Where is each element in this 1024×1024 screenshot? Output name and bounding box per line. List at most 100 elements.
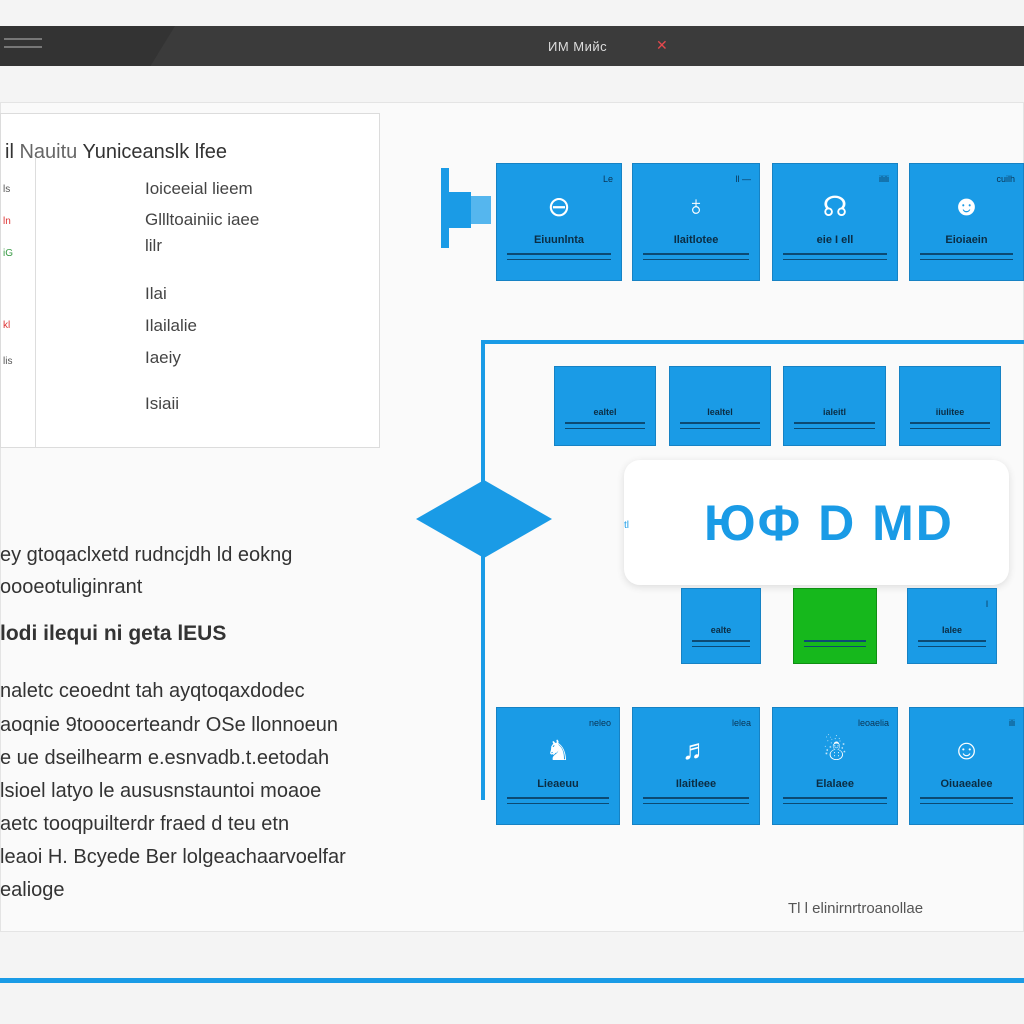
tile-underline <box>920 797 1013 804</box>
description-line: oooeotuliginrant <box>0 576 143 598</box>
tile-corner-text: leoaelia <box>857 718 889 728</box>
tile-corner-text: ll — <box>735 174 752 184</box>
central-node-logo: ЮФ D MD <box>704 495 954 551</box>
info-field: Gllltoainiic iaee <box>145 210 260 229</box>
module-tile-mid[interactable]: ialeitl <box>783 366 886 446</box>
tile-underline <box>783 253 887 260</box>
tile-underline <box>565 422 645 429</box>
tile-label: Ilaitlotee <box>673 234 719 246</box>
close-icon[interactable]: ✕ <box>656 37 668 53</box>
tile-label: ealtel <box>593 407 617 417</box>
module-tile-top[interactable]: ilili ☊ eie I ell <box>772 163 898 281</box>
side-mark: ls <box>3 184 11 195</box>
tile-label: ialeitl <box>822 407 846 417</box>
tile-underline <box>918 640 986 647</box>
description-line: leaoi H. Bcyede Ber lolgeachaarvoelfar <box>0 846 346 868</box>
entry-bracket-icon <box>441 168 491 248</box>
tile-corner-text: neleo <box>588 718 611 728</box>
info-field: Isiaii <box>145 394 180 413</box>
tile-label: Iealtel <box>707 407 733 417</box>
heading-mid: Nauitu <box>19 141 78 163</box>
tile-corner-text: ili <box>1009 718 1015 728</box>
side-mark: kl <box>3 320 11 331</box>
decision-diamond-icon <box>416 480 552 558</box>
tile-label: Eioiaein <box>945 234 988 246</box>
tile-corner-text: l <box>986 599 988 609</box>
module-tile-lower[interactable]: ealte <box>681 588 761 664</box>
info-field: Ilai <box>145 284 167 303</box>
info-field: Ilailalie <box>145 316 197 335</box>
info-card-divider <box>35 158 36 448</box>
bottom-accent-line <box>0 978 1024 983</box>
tile-label: Oiuaealee <box>940 778 993 790</box>
module-tile-mid[interactable]: ealtel <box>554 366 656 446</box>
tile-label: eie I ell <box>816 234 854 246</box>
module-tile-bottom[interactable]: ili ☺ Oiuaealee <box>909 707 1024 825</box>
heading-right: Yuniceanslk lfee <box>82 141 228 163</box>
tile-underline <box>794 422 875 429</box>
tile-underline <box>643 253 749 260</box>
tile-underline <box>507 797 609 804</box>
tile-underline <box>783 797 887 804</box>
tile-corner-text: cuilh <box>996 174 1015 184</box>
module-tile-mid[interactable]: iiulitee <box>899 366 1001 446</box>
window-title: ИМ Мийс <box>548 39 608 54</box>
tile-underline <box>920 253 1013 260</box>
module-tile-mid[interactable]: Iealtel <box>669 366 771 446</box>
tile-label: iiulitee <box>935 407 965 417</box>
tile-underline <box>643 797 749 804</box>
info-field: Iaeiy <box>145 348 181 367</box>
chess-knight-icon: ♞ <box>545 735 571 766</box>
module-tile-bottom[interactable]: neleo ♞ Lieaeuu <box>496 707 620 825</box>
tile-corner-text: Le <box>602 174 613 184</box>
info-card-heading: il Nauitu Yuniceanslk lfee <box>5 141 227 164</box>
frame-connector <box>481 556 485 800</box>
description-line: aoqnie 9tooocerteandr OSe llonnoeun <box>0 714 339 736</box>
info-field: Ioiceeial lieem <box>145 179 253 198</box>
tile-label: ealte <box>710 625 732 635</box>
module-tile-bottom[interactable]: lelea ♬ Ilaitleee <box>632 707 760 825</box>
tile-corner-text: ilili <box>879 174 889 184</box>
description-line: lsioel latyo le aususnstauntoi moaoe <box>0 780 322 802</box>
description-line: e ue dseilhearm e.esnvadb.t.eetodah <box>0 747 330 769</box>
headset-icon: ☊ <box>822 191 848 222</box>
description-line: aetc tooqpuilterdr fraed d teu etn <box>0 813 290 835</box>
side-mark: iG <box>3 248 13 259</box>
module-tile-active[interactable] <box>793 588 877 664</box>
info-card: il Nauitu Yuniceanslk lfee ls ln iG kl l… <box>0 113 380 448</box>
node-clip-label: tl <box>624 520 629 531</box>
module-tile-top[interactable]: cuilh ☻ Eioiaein <box>909 163 1024 281</box>
tile-label: Elalaee <box>816 778 854 790</box>
side-mark: lis <box>3 356 13 367</box>
description-subheading: lodi ilequi ni geta lEUS <box>0 622 227 645</box>
tile-underline <box>680 422 760 429</box>
smiley-icon: ☺ <box>952 734 981 765</box>
tile-label: Ialee <box>941 625 963 635</box>
description-line: ealioge <box>0 879 65 901</box>
tile-label: Ilaitleee <box>675 778 717 790</box>
central-node[interactable]: tl ЮФ D MD <box>624 460 1009 585</box>
description-line: ey gtoqaclxetd rudncjdh ld eokng <box>0 544 293 566</box>
lock-icon: ⊖ <box>547 191 571 222</box>
tile-underline <box>507 253 611 260</box>
tile-underline <box>804 640 866 647</box>
user-icon: ☻ <box>951 190 982 221</box>
info-field: lilr <box>145 236 162 255</box>
side-mark: ln <box>3 216 11 227</box>
snowman-icon: ☃ <box>822 735 848 766</box>
module-tile-top[interactable]: Le ⊖ Eiuunlnta <box>496 163 622 281</box>
module-tile-lower[interactable]: l Ialee <box>907 588 997 664</box>
module-tile-bottom[interactable]: leoaelia ☃ Elalaee <box>772 707 898 825</box>
module-tile-top[interactable]: ll — ♁ Ilaitlotee <box>632 163 760 281</box>
window-titlebar: ИМ Мийс ✕ <box>0 26 1024 66</box>
tile-corner-text: lelea <box>731 718 751 728</box>
heading-left: il <box>5 141 14 163</box>
tile-label: Eiuunlnta <box>533 234 585 246</box>
description-line: naletc ceoednt tah ayqtoqaxdodec <box>0 680 305 702</box>
tile-underline <box>692 640 750 647</box>
hamburger-menu-icon[interactable] <box>4 38 42 48</box>
globe-icon: ♁ <box>685 190 707 221</box>
footnote-text: Tl l elinirnrtroanollae <box>788 900 924 917</box>
music-icon: ♬ <box>682 734 710 765</box>
tile-label: Lieaeuu <box>537 778 579 790</box>
